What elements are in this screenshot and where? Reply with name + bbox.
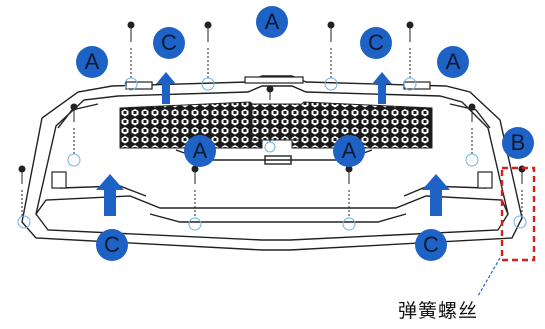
label-c-top-left: C <box>153 27 185 59</box>
screw-icon <box>67 103 81 167</box>
label-c-bottom-left: C <box>96 229 128 261</box>
screw-icon <box>17 165 31 229</box>
screw-icon <box>201 21 215 91</box>
label-c-top-right: C <box>360 27 392 59</box>
screw-icon <box>264 85 276 153</box>
screw-icon <box>124 21 138 91</box>
vent-grill <box>119 101 433 149</box>
arrow-up-icon <box>156 72 176 104</box>
arrow-up-icon <box>422 174 450 216</box>
direction-arrows <box>96 72 450 216</box>
screw-icon <box>403 21 417 91</box>
label-c-bottom-right: C <box>415 229 447 261</box>
arrow-up-icon <box>372 72 392 104</box>
screw-icon <box>513 165 527 229</box>
screw-icon <box>188 165 202 231</box>
screw-icon <box>324 21 338 91</box>
label-a-right-top: A <box>437 46 469 78</box>
screw-icon <box>342 165 356 231</box>
label-b: B <box>502 127 534 159</box>
label-a-top: A <box>256 6 288 38</box>
spring-screw-caption: 弹簧螺丝 <box>398 300 479 322</box>
label-a-center-left: A <box>184 135 216 167</box>
cover-slots <box>51 76 493 189</box>
bottom-cover-outline <box>21 75 523 251</box>
label-a-center-right: A <box>333 135 365 167</box>
screw-markers <box>17 21 527 231</box>
screw-icon <box>465 103 479 167</box>
spring-screw-highlight <box>500 166 536 262</box>
label-a-left-top: A <box>76 46 108 78</box>
arrow-up-icon <box>96 174 124 216</box>
leader-line <box>477 257 501 297</box>
